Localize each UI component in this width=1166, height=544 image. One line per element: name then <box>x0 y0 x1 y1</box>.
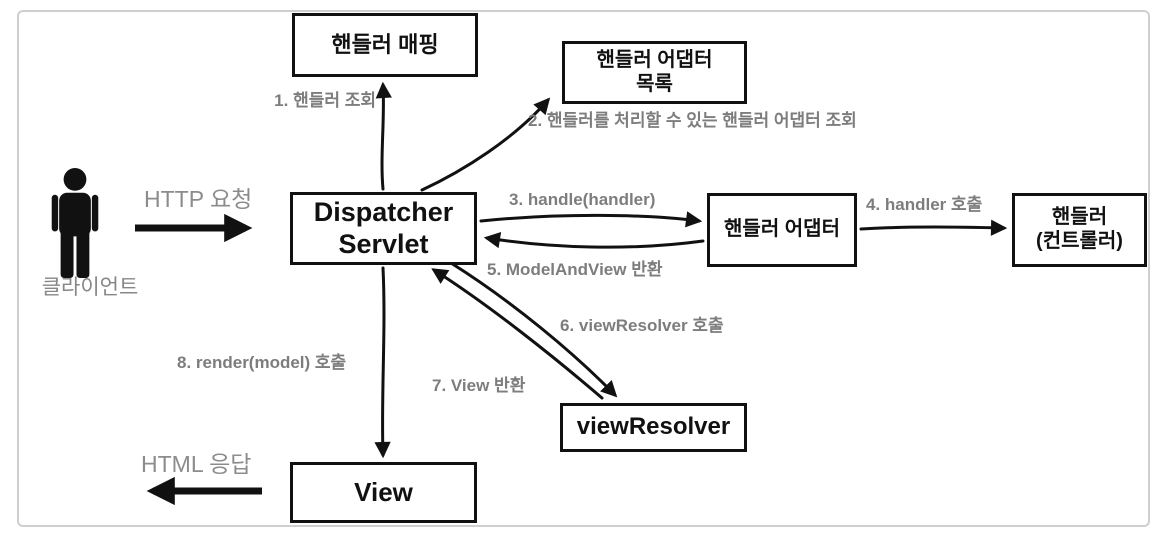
handler-mapping-label: 핸들러 매핑 <box>331 32 439 58</box>
handler-adapter-box: 핸들러 어댑터 <box>707 193 857 267</box>
view-label: View <box>354 477 413 508</box>
step5-label: 5. ModelAndView 반환 <box>487 260 663 279</box>
step2-label: 2. 핸들러를 처리할 수 있는 핸들러 어댑터 조회 <box>528 111 857 130</box>
handler-controller-label-line1: 핸들러 <box>1051 206 1108 229</box>
step8-label: 8. render(model) 호출 <box>177 353 347 372</box>
html-response-label: HTML 응답 <box>141 451 252 477</box>
handler-controller-box: 핸들러 (컨트롤러) <box>1012 193 1147 267</box>
step4-label: 4. handler 호출 <box>866 195 983 214</box>
handler-adapter-label: 핸들러 어댑터 <box>724 218 840 241</box>
handler-adapter-list-box: 핸들러 어댑터 목록 <box>562 41 747 104</box>
http-request-label: HTTP 요청 <box>144 186 253 212</box>
step7-label: 7. View 반환 <box>432 376 526 395</box>
handler-mapping-box: 핸들러 매핑 <box>292 13 478 77</box>
dispatcher-servlet-box: Dispatcher Servlet <box>290 192 477 265</box>
handler-controller-label-line2: (컨트롤러) <box>1036 230 1123 252</box>
view-resolver-label: viewResolver <box>576 413 731 441</box>
step6-label: 6. viewResolver 호출 <box>560 316 724 335</box>
dispatcher-servlet-label-line1: Dispatcher <box>313 196 454 227</box>
person-icon <box>51 168 99 279</box>
view-box: View <box>290 462 477 523</box>
step3-label: 3. handle(handler) <box>509 190 656 209</box>
view-resolver-box: viewResolver <box>560 403 747 452</box>
step1-label: 1. 핸들러 조회 <box>274 91 376 110</box>
dispatcher-servlet-label-line2: Servlet <box>338 228 429 259</box>
client-label: 클라이언트 <box>41 276 139 299</box>
handler-adapter-list-label-line2: 목록 <box>636 72 673 95</box>
handler-adapter-list-label-line1: 핸들러 어댑터 <box>596 48 713 71</box>
